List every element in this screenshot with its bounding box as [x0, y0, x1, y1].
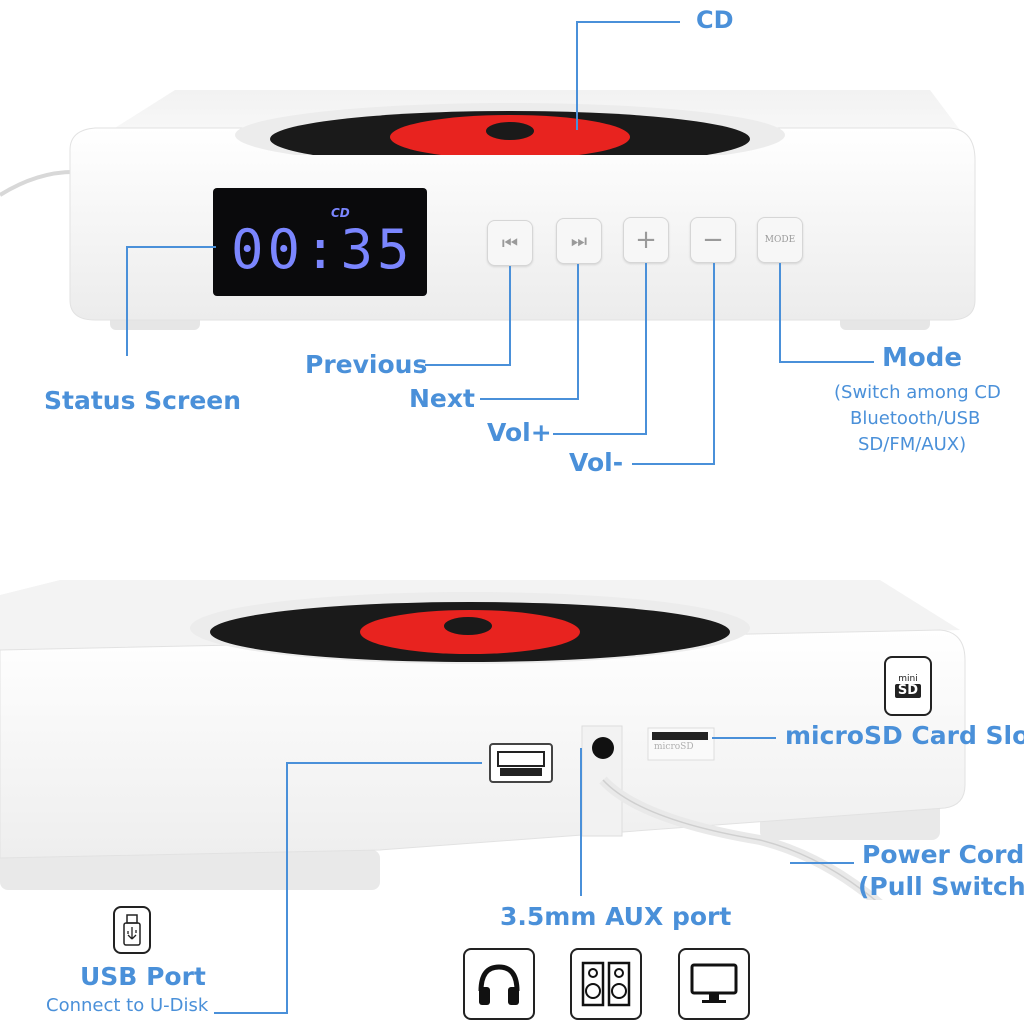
status-screen: CD 00:35 — [213, 188, 427, 296]
next-button[interactable]: ⏭ — [556, 218, 602, 264]
usb-port-label: USB Port — [80, 962, 206, 991]
mode-button[interactable]: MODE — [757, 217, 803, 263]
usb-callout-line-h2 — [214, 1012, 288, 1014]
top-device-body — [0, 90, 976, 330]
mode-callout-line-v — [779, 263, 781, 363]
usb-drive-icon — [113, 906, 151, 954]
power-cord-label-2: (Pull Switch) — [858, 872, 1024, 901]
bottom-device-body — [0, 580, 966, 900]
mode-label: Mode — [882, 343, 962, 373]
vol-plus-callout-line-h — [553, 433, 647, 435]
previous-icon: ⏮ — [501, 232, 519, 254]
status-screen-label: Status Screen — [44, 386, 242, 415]
status-screen-mode: CD — [331, 206, 350, 220]
cd-callout-line-h — [576, 21, 680, 23]
status-callout-line-v — [126, 246, 128, 356]
volume-down-button[interactable]: − — [690, 217, 736, 263]
vol-plus-callout-line-v — [645, 263, 647, 435]
status-callout-line-h — [126, 246, 216, 248]
volume-up-button[interactable]: + — [623, 217, 669, 263]
mode-desc-line-1: (Switch among CD — [834, 382, 1001, 403]
next-callout-line-h — [480, 398, 579, 400]
headphones-icon — [463, 948, 535, 1020]
status-screen-time: 00:35 — [231, 218, 414, 281]
top-cd-disc — [235, 103, 785, 155]
vol-minus-label: Vol- — [569, 448, 624, 477]
next-icon: ⏭ — [570, 230, 588, 252]
mode-desc-line-3: SD/FM/AUX) — [858, 434, 967, 455]
minus-icon: − — [702, 225, 724, 255]
usb-callout-line-v — [286, 762, 288, 1012]
mode-button-text: MODE — [764, 235, 796, 245]
microsd-callout-line — [712, 737, 776, 739]
vol-plus-label: Vol+ — [487, 418, 552, 447]
plus-icon: + — [635, 225, 657, 255]
vol-minus-callout-line-h — [632, 463, 715, 465]
previous-callout-line-v — [509, 266, 511, 366]
previous-callout-line-h — [425, 364, 511, 366]
power-cord-label-1: Power Cord — [862, 840, 1024, 869]
speakers-icon — [570, 948, 642, 1020]
bottom-device-view: microSD mini SD microSD Card Slot Power … — [0, 540, 1024, 1024]
mode-desc-line-2: Bluetooth/USB — [850, 408, 981, 429]
microsd-slot-label: microSD Card Slot — [785, 721, 1024, 750]
cd-label: CD — [696, 6, 734, 34]
next-callout-line-v — [577, 264, 579, 400]
cd-callout-line-v — [576, 22, 578, 130]
power-cord-callout-line — [790, 862, 854, 864]
microsd-card-icon: mini SD — [884, 656, 932, 716]
slot-engraving: microSD — [654, 742, 694, 752]
aux-port-label: 3.5mm AUX port — [500, 902, 732, 931]
mode-callout-line-h — [779, 361, 874, 363]
aux-callout-line — [580, 748, 582, 896]
microsd-icon-top-text: mini — [898, 674, 918, 684]
vol-minus-callout-line-v — [713, 263, 715, 465]
top-device-view: CD 00:35 ⏮ ⏭ + − MODE CD Status Screen P… — [0, 0, 1024, 500]
microsd-icon-bottom-text: SD — [894, 684, 922, 698]
usb-port-desc: Connect to U-Disk — [46, 995, 209, 1016]
usb-callout-line-h — [286, 762, 482, 764]
monitor-icon — [678, 948, 750, 1020]
next-label: Next — [409, 384, 475, 413]
previous-label: Previous — [305, 350, 428, 379]
previous-button[interactable]: ⏮ — [487, 220, 533, 266]
